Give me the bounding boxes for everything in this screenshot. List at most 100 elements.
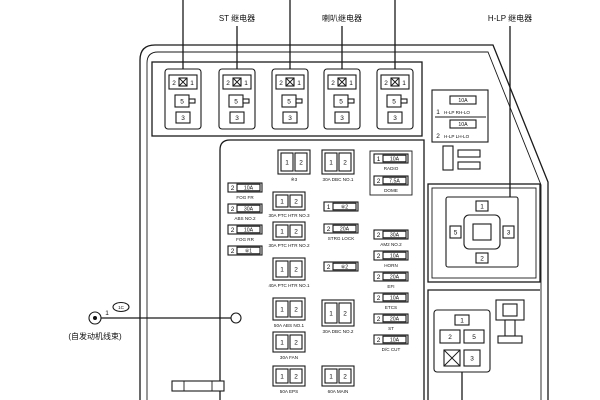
hlp-fuse-rh-label: H-LP RH-LO bbox=[444, 110, 470, 115]
relay-row-frame bbox=[151, 61, 423, 137]
fuse-terminal bbox=[338, 302, 352, 324]
relay-pin-label: 2 bbox=[331, 80, 335, 87]
ground-terminal bbox=[230, 312, 242, 324]
fuse-terminal bbox=[324, 302, 338, 324]
fuse-terminal bbox=[275, 224, 289, 238]
mini-fuse-rating: ※1 bbox=[245, 249, 252, 255]
relay-pin-label: 1 bbox=[402, 80, 406, 87]
fuse-pin-label: 2 bbox=[343, 373, 347, 380]
relay-bottom-terminal bbox=[229, 111, 245, 124]
mini-fuse-pin: 2 bbox=[231, 248, 235, 255]
hlp-relay-terminal bbox=[475, 252, 489, 264]
lower-relay-cross-mark bbox=[443, 349, 461, 367]
fuse-label: 30A PTC HTR NO.2 bbox=[268, 243, 310, 248]
fuse-terminal bbox=[275, 368, 289, 384]
relay-pin-label: 3 bbox=[235, 115, 239, 122]
mini-fuse-pin: 2 bbox=[327, 264, 331, 271]
lower-relay-bay bbox=[427, 289, 540, 400]
engine-harness-label: (自发动机线束) bbox=[68, 331, 122, 341]
fuse-terminal bbox=[289, 224, 303, 238]
mini-fuse-body bbox=[236, 204, 261, 213]
fuse-terminal bbox=[324, 368, 338, 384]
fuse-label: 30A DBC NO.2 bbox=[323, 329, 354, 334]
mini-fuse-pin: 2 bbox=[377, 337, 381, 344]
fuse-terminal bbox=[275, 334, 289, 350]
mini-fuse-body bbox=[382, 230, 407, 239]
board-outline-outer bbox=[139, 44, 549, 400]
hlp-fuse-lh-rating: 10A bbox=[458, 122, 468, 128]
mini-fuse-label: ETCS bbox=[385, 305, 397, 310]
radio-dome-fuse-holder bbox=[369, 150, 413, 196]
hlp-relay-pin-label: 2 bbox=[480, 256, 484, 263]
hlp-relay-terminal bbox=[449, 225, 462, 239]
mini-fuse-body bbox=[236, 225, 261, 234]
lower-relay-terminal bbox=[454, 314, 470, 326]
mini-fuse-pin: 2 bbox=[327, 226, 331, 233]
lower-right-connector bbox=[495, 299, 525, 344]
fuse-pin-label: 2 bbox=[299, 159, 303, 166]
fuse-terminal bbox=[324, 152, 338, 172]
mini-fuse-pin: 2 bbox=[377, 253, 381, 260]
hlp-fuse-panel: 10A 1 H-LP RH-LO 10A 2 H-LP LH-LO bbox=[431, 89, 489, 143]
terminal-strip-body bbox=[171, 380, 225, 392]
relay-bottom-terminal bbox=[387, 111, 403, 124]
relay-terminal-tab bbox=[400, 98, 408, 104]
relay-terminal-tab bbox=[188, 98, 196, 104]
mini-fuse-label: FOG FR bbox=[236, 195, 254, 200]
mini-fuse-rating: ※2 bbox=[341, 205, 348, 211]
relay-pin-label: 1 bbox=[349, 80, 353, 87]
fuse-pin-label: 2 bbox=[343, 310, 347, 317]
harness-connector-pin-number: 1 bbox=[105, 310, 109, 317]
lower-relay-pin-label: 5 bbox=[472, 334, 476, 341]
relay-bottom-terminal bbox=[334, 111, 350, 124]
fuse-terminal bbox=[289, 194, 303, 208]
hlp-relay-terminal bbox=[475, 200, 489, 212]
relay-pin-label: 5 bbox=[392, 99, 396, 106]
mini-fuse-rating: 20A bbox=[340, 227, 350, 233]
fuse-label: 30A DBC NO.1 bbox=[323, 177, 354, 182]
mini-fuse-body bbox=[382, 335, 407, 344]
hlp-fuse-rh-rating: 10A bbox=[458, 98, 468, 104]
mini-fuse-label: FOG RR bbox=[236, 237, 255, 242]
hlp-relay-terminal bbox=[502, 225, 515, 239]
hlp-fuse-lh-body bbox=[449, 119, 477, 129]
mini-fuse-label: D/C CUT bbox=[382, 347, 401, 352]
connector-code-tag bbox=[112, 301, 130, 313]
fuse-label: 60A MAIN bbox=[328, 389, 349, 394]
fuse-pin-label: 1 bbox=[280, 266, 284, 273]
mini-fuse-pin: 2 bbox=[377, 178, 381, 185]
engine-harness-connector: 1 1C (自发动机线束) bbox=[68, 301, 242, 341]
relay-cross-mark bbox=[337, 77, 347, 87]
mini-fuse-label: EFI bbox=[387, 284, 394, 289]
lower-relay-terminal bbox=[439, 329, 461, 344]
cartridge-fuse: 1 2 50A EPS bbox=[272, 365, 306, 394]
relay-cross-mark bbox=[390, 77, 400, 87]
fuse-terminal bbox=[338, 368, 352, 384]
relay-pin-label: 5 bbox=[180, 99, 184, 106]
mini-fuse-body bbox=[382, 176, 407, 185]
mini-fuse-pin: 1 bbox=[377, 156, 381, 163]
fuse-pin-label: 2 bbox=[294, 373, 298, 380]
relay-terminal-tab bbox=[347, 98, 355, 104]
mini-fuse-rating: 10A bbox=[390, 296, 400, 302]
spare-fuse-bracket bbox=[442, 145, 481, 171]
fuse-label: 50A EPS bbox=[280, 389, 298, 394]
fuse-pin-label: 1 bbox=[280, 373, 284, 380]
mini-fuse-label: ABS NO.2 bbox=[234, 216, 256, 221]
lower-relay: 1 2 5 3 bbox=[433, 309, 491, 373]
connector-socket bbox=[502, 303, 518, 317]
board-outline-inner bbox=[146, 51, 542, 400]
fuse-terminal bbox=[294, 152, 308, 172]
fuse-pin-label: 1 bbox=[329, 159, 333, 166]
relay-pin-label: 2 bbox=[279, 80, 283, 87]
